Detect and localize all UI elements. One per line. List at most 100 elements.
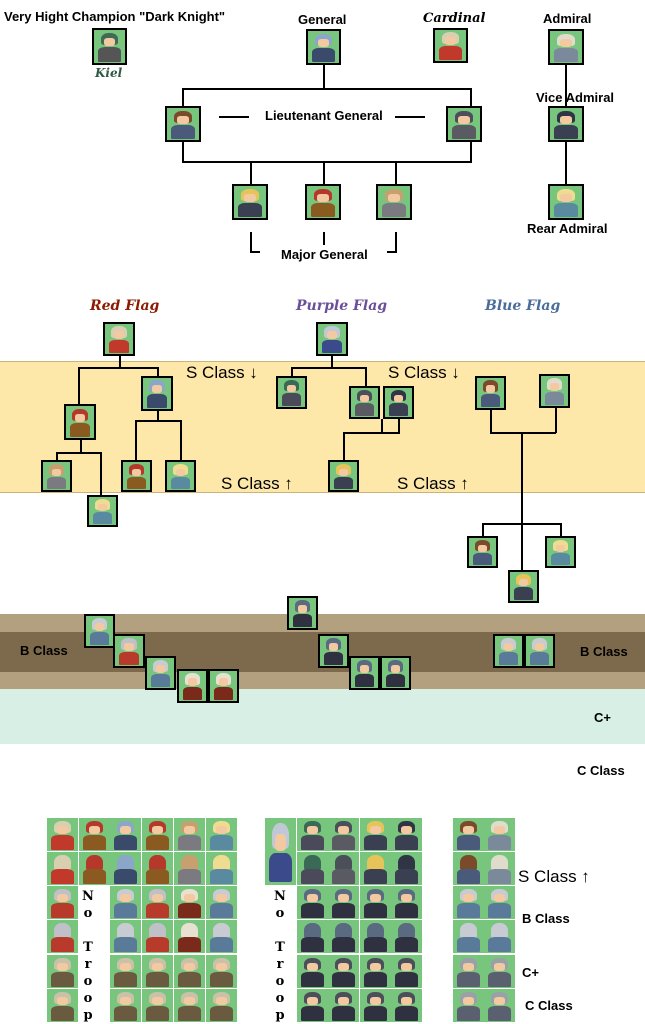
sprite-red-roster xyxy=(206,955,237,988)
connector-line xyxy=(56,452,102,454)
sprite-major-general xyxy=(376,184,412,220)
sprite-red-roster xyxy=(47,989,78,1022)
connector-line xyxy=(398,419,400,433)
sprite-purple-roster xyxy=(297,818,328,851)
sprite-blue-roster xyxy=(484,852,515,885)
connector-line xyxy=(80,440,82,453)
sprite-red-roster xyxy=(174,920,205,953)
connector-line xyxy=(182,88,184,108)
no-troop-letter: r xyxy=(84,957,92,972)
sprite-red-roster xyxy=(142,852,173,885)
sprite-red-roster xyxy=(174,989,205,1022)
connector-line xyxy=(395,116,425,118)
sprite-blue-unit xyxy=(508,570,539,603)
sprite-red-roster xyxy=(110,886,141,919)
connector-line xyxy=(482,523,562,525)
sprite-red-roster xyxy=(110,989,141,1022)
sprite-blue-roster xyxy=(484,920,515,953)
sprite-purple-roster xyxy=(297,852,328,885)
sprite-purple-unit xyxy=(349,386,380,419)
no-troop-letter: T xyxy=(83,940,93,955)
no-troop-letter: N xyxy=(82,889,94,904)
sprite-purple-roster xyxy=(328,852,359,885)
connector-line xyxy=(182,88,472,90)
sprite-purple-roster xyxy=(360,818,391,851)
sprite-red-roster xyxy=(206,852,237,885)
sprite-b-class xyxy=(287,596,318,630)
sprite-b-class xyxy=(208,669,239,703)
sprite-admiral xyxy=(548,29,584,65)
no-troop-letter: o xyxy=(275,906,285,921)
sprite-lieutenant-general xyxy=(446,106,482,142)
sprite-general xyxy=(306,29,341,65)
no-troop-letter: o xyxy=(275,974,285,989)
sprite-b-class xyxy=(493,634,524,668)
no-troop-letter: o xyxy=(83,906,93,921)
b-class-label: B Class xyxy=(20,643,68,658)
sprite-b-class xyxy=(145,656,176,690)
sprite-blue-roster xyxy=(484,989,515,1022)
sprite-purple-roster xyxy=(297,955,328,988)
sprite-blue-unit xyxy=(545,536,576,568)
sprite-purple-roster xyxy=(297,886,328,919)
sprite-purple-roster xyxy=(328,920,359,953)
sprite-purple-roster xyxy=(328,955,359,988)
sprite-red-roster xyxy=(110,818,141,851)
sprite-blue-roster xyxy=(484,818,515,851)
connector-line xyxy=(119,356,121,368)
connector-line xyxy=(291,367,293,377)
sprite-blue-roster xyxy=(453,852,484,885)
sprite-blue-roster xyxy=(453,818,484,851)
major-general-label: Major General xyxy=(281,247,368,262)
sprite-red-roster xyxy=(174,818,205,851)
sprite-purple-roster xyxy=(360,852,391,885)
sprite-major-general xyxy=(305,184,341,220)
sprite-purple-roster xyxy=(391,852,422,885)
b-class-label: B Class xyxy=(580,644,628,659)
sprite-blue-unit xyxy=(539,374,570,408)
blue-flag-title: Blue Flag xyxy=(485,298,561,314)
c-plus-band xyxy=(0,689,645,744)
sprite-red-roster xyxy=(174,955,205,988)
sprite-purple-roster xyxy=(297,989,328,1022)
sprite-purple-roster xyxy=(360,886,391,919)
sprite-b-class xyxy=(524,634,555,668)
connector-line xyxy=(365,367,367,387)
no-troop-letter: o xyxy=(83,991,93,1006)
sprite-red-roster xyxy=(142,955,173,988)
sprite-red-roster xyxy=(206,818,237,851)
sprite-cardinal xyxy=(433,28,468,63)
sprite-b-class xyxy=(113,634,145,668)
sprite-red-roster xyxy=(79,852,110,885)
connector-line xyxy=(395,162,397,185)
c-plus-label: C+ xyxy=(594,710,611,725)
sprite-red-flag-leader xyxy=(103,322,135,356)
sprite-red-roster xyxy=(110,955,141,988)
connector-line xyxy=(78,367,80,404)
sprite-red-roster xyxy=(47,955,78,988)
sprite-purple-roster xyxy=(328,818,359,851)
sprite-red-unit xyxy=(64,404,96,440)
sprite-red-roster xyxy=(142,818,173,851)
connector-line xyxy=(323,65,325,89)
connector-line xyxy=(250,162,252,185)
connector-line xyxy=(343,432,345,461)
sprite-purple-roster xyxy=(328,989,359,1022)
no-troop-letter: N xyxy=(274,889,286,904)
sprite-purple-roster xyxy=(360,989,391,1022)
connector-line xyxy=(182,142,184,163)
sprite-red-roster xyxy=(142,886,173,919)
sprite-purple-unit xyxy=(276,376,307,409)
s-class-down-label: S Class ↓ xyxy=(186,363,258,382)
sprite-purple-roster xyxy=(391,920,422,953)
connector-line xyxy=(381,419,383,432)
sprite-kiel xyxy=(92,28,127,65)
connector-line xyxy=(100,452,102,496)
connector-line xyxy=(560,523,562,537)
vice-admiral-label: Vice Admiral xyxy=(536,90,615,105)
connector-line xyxy=(250,232,252,252)
no-troop-letter: o xyxy=(83,974,93,989)
no-troop-letter: p xyxy=(275,1008,285,1023)
sprite-red-roster xyxy=(206,989,237,1022)
champion-name: Kiel xyxy=(95,66,123,80)
